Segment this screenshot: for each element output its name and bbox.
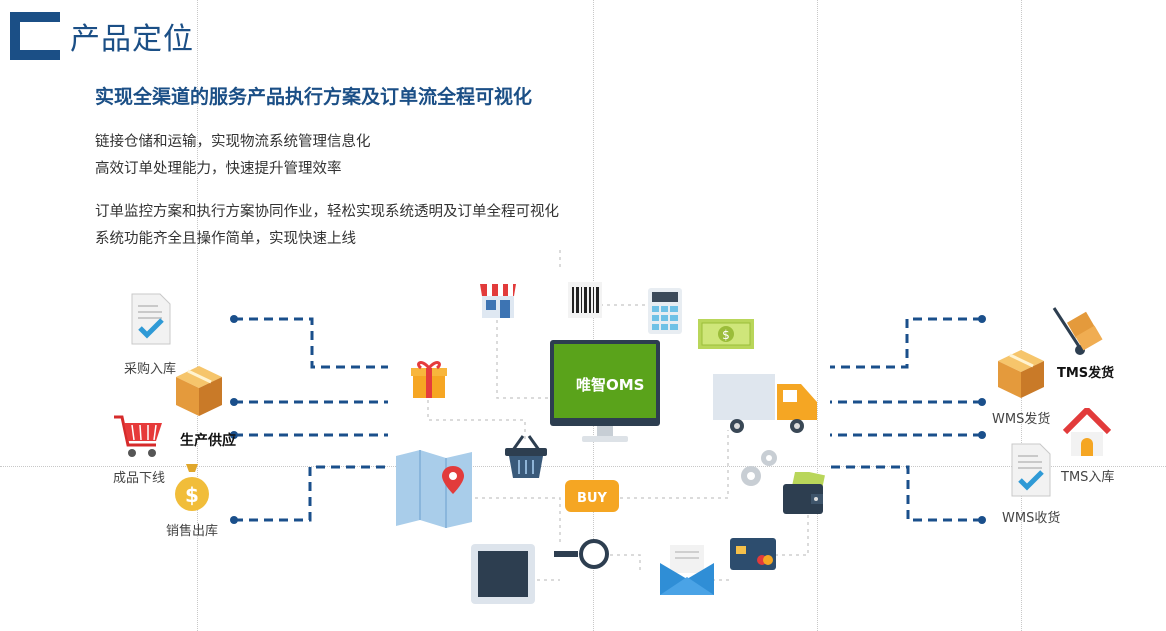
document-check-icon [1011,443,1051,497]
label-tms-in: TMS入库 [1061,470,1115,485]
guide-line [817,0,818,631]
label-tms-ship: TMS发货 [1057,366,1115,381]
barcode-icon [568,282,602,318]
shopping-cart-icon [114,415,162,457]
svg-text:$: $ [722,328,730,342]
tablet-icon [471,544,535,604]
buy-tag-icon: BUY [565,480,619,512]
paragraph-line: 链接仓储和运输，实现物流系统管理信息化 [95,134,371,150]
magnifier-icon [554,539,609,569]
right-connectors [830,317,982,522]
page-subtitle: 实现全渠道的服务产品执行方案及订单流全程可视化 [95,86,533,108]
label-wms-receive: WMS收货 [1002,511,1061,526]
label-finished-down: 成品下线 [113,471,166,486]
basket-icon [505,435,547,478]
cash-icon: $ [698,319,754,349]
svg-text:$: $ [185,483,199,507]
money-bag-icon: $ [175,464,209,511]
store-icon [480,284,516,318]
monitor-label: 唯智OMS [576,376,645,394]
hand-truck-icon [1052,307,1103,355]
paragraph-line: 系统功能齐全且操作简单，实现快速上线 [95,231,356,247]
label-purchase-in: 采购入库 [124,362,177,377]
paragraph-line: 高效订单处理能力，快速提升管理效率 [95,161,342,177]
guide-line [1021,0,1022,631]
mail-icon [660,545,714,595]
gift-icon [411,361,447,398]
title-bracket-icon [10,12,60,60]
guide-line [197,0,198,631]
box-icon [998,350,1044,398]
calculator-icon [648,288,682,334]
house-icon [1063,408,1111,456]
map-icon [396,450,472,528]
truck-icon [713,374,817,433]
gears-icon [741,450,777,486]
label-sales-out: 销售出库 [166,524,219,539]
label-production-supply: 生产供应 [180,433,236,449]
left-connectors [234,317,388,522]
inner-links [427,250,809,581]
paragraph-line: 订单监控方案和执行方案协同作业，轻松实现系统透明及订单全程可视化 [95,204,559,220]
document-check-icon [131,293,171,345]
guide-line [0,466,1166,467]
label-wms-ship: WMS发货 [992,412,1051,427]
credit-card-icon [730,538,776,570]
page-title: 产品定位 [70,22,194,57]
box-icon [176,366,222,416]
svg-text:BUY: BUY [577,491,607,506]
wallet-icon [783,472,825,514]
monitor-icon [550,340,660,442]
